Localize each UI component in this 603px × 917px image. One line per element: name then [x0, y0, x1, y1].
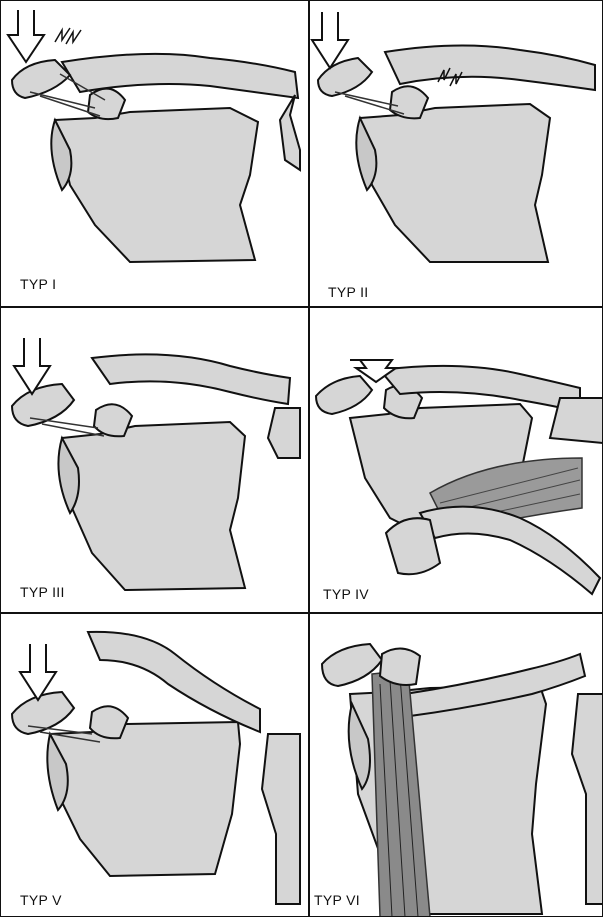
- scapula: [62, 422, 245, 590]
- displaced-clavicle: [420, 507, 600, 594]
- typ-2-drawing: [310, 0, 603, 306]
- scapula: [50, 722, 240, 876]
- coracoid: [390, 86, 428, 118]
- vertical-divider: [308, 0, 310, 917]
- typ-6-drawing: [310, 614, 603, 917]
- clavicle: [385, 45, 595, 90]
- displaced-acromion: [386, 518, 440, 574]
- rib-edge: [268, 408, 300, 458]
- horizontal-divider-1: [0, 306, 603, 308]
- typ-5-drawing: [0, 614, 308, 917]
- acromion: [316, 376, 372, 414]
- coracoid: [90, 706, 128, 738]
- clavicle: [92, 354, 290, 404]
- typ-3-drawing: [0, 308, 308, 612]
- rib-edge: [280, 95, 300, 170]
- coracoid: [94, 404, 132, 436]
- down-arrow-icon: [8, 10, 44, 62]
- coracoid: [380, 648, 420, 685]
- panel-typ-4: TYP IV: [310, 308, 603, 612]
- strain-marks-icon: [55, 28, 81, 44]
- panel-label: TYP I: [20, 276, 56, 292]
- rib-edge: [572, 694, 603, 904]
- horizontal-divider-2: [0, 612, 603, 614]
- panel-typ-3: TYP III: [0, 308, 308, 612]
- panel-typ-2: TYP II: [310, 0, 603, 306]
- rib-edge: [550, 398, 603, 443]
- down-arrow-icon: [20, 644, 56, 700]
- typ-1-drawing: [0, 0, 308, 306]
- typ-4-drawing: [310, 308, 603, 612]
- panel-typ-1: TYP I: [0, 0, 308, 306]
- panel-label: TYP III: [20, 584, 65, 600]
- acromion: [12, 60, 70, 98]
- panel-label: TYP V: [20, 892, 62, 908]
- rib-edge: [262, 734, 300, 904]
- panel-label: TYP VI: [314, 892, 360, 908]
- panel-label: TYP II: [328, 284, 368, 300]
- panel-typ-5: TYP V: [0, 614, 308, 917]
- panel-typ-6: TYP VI: [310, 614, 603, 917]
- scapula: [360, 104, 550, 262]
- scapula: [55, 108, 258, 262]
- down-arrow-icon: [312, 12, 348, 68]
- panel-label: TYP IV: [323, 586, 369, 602]
